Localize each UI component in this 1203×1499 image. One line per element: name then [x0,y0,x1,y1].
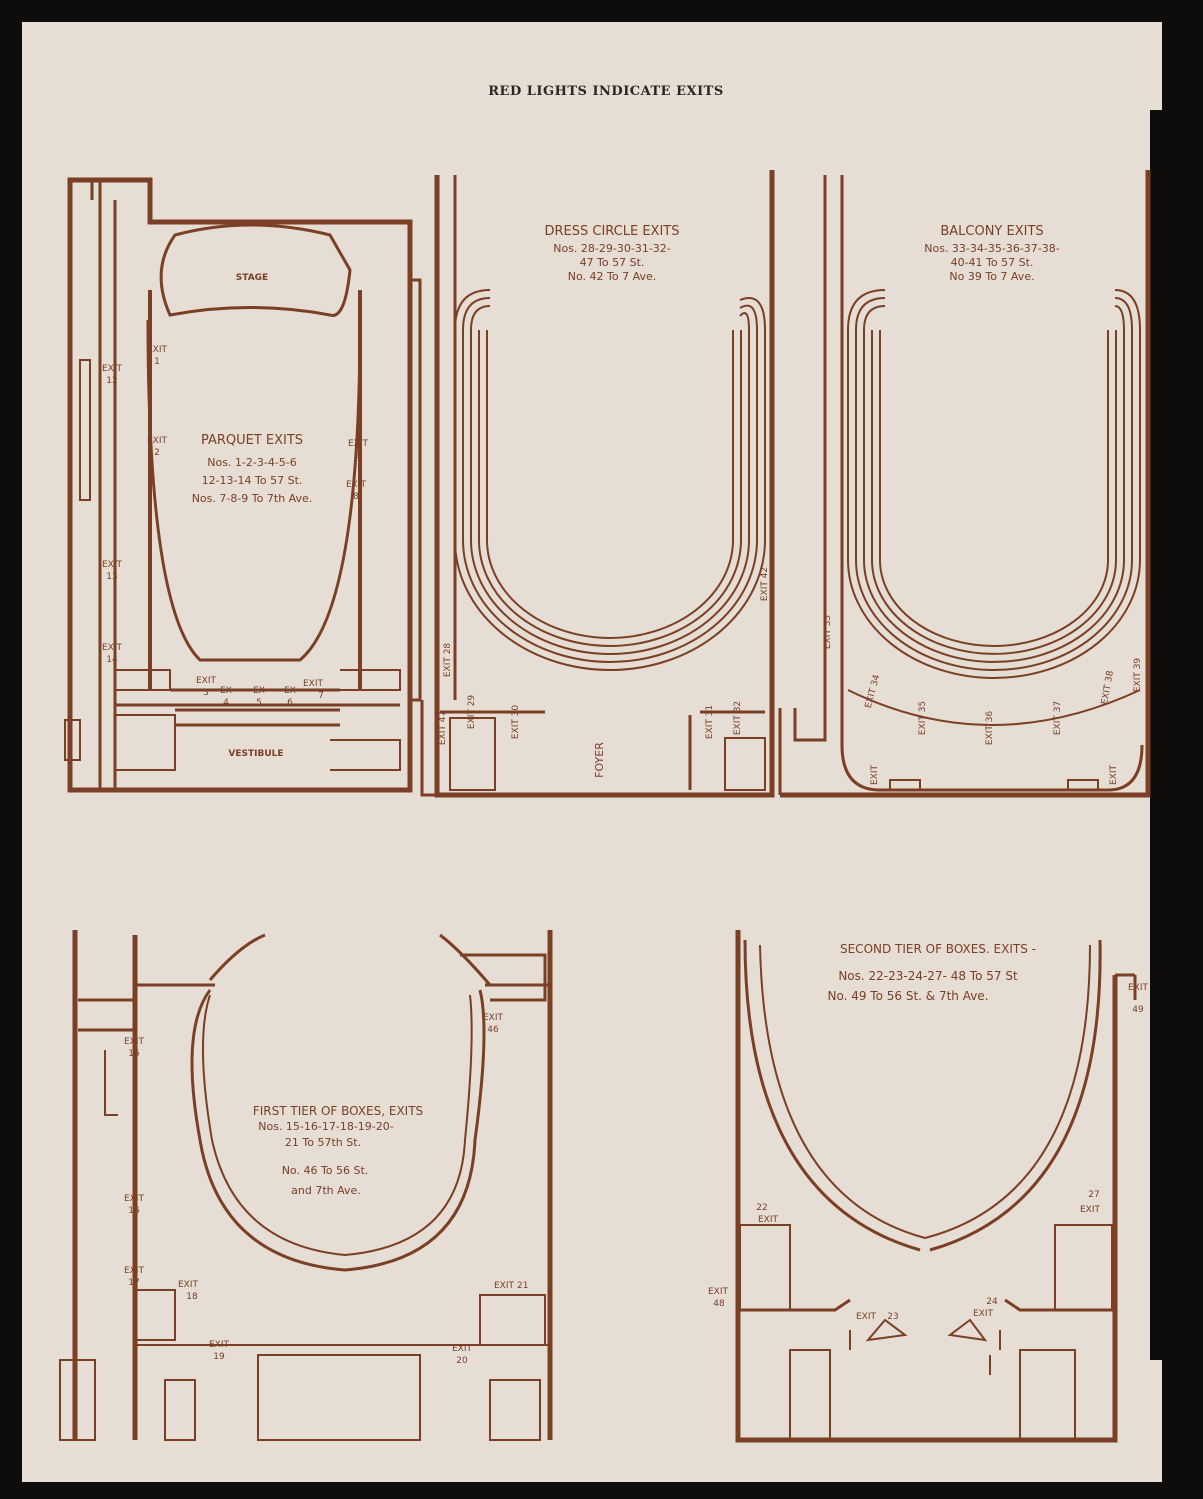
ex-5-word: EX [253,686,265,696]
second-tier-plan: SECOND TIER OF BOXES. EXITS - Nos. 22-23… [708,930,1149,1443]
ex-6-word: EX [284,686,296,696]
exit-1-word: EXIT [147,345,168,355]
header-text: RED LIGHTS INDICATE EXITS [488,84,724,99]
exit-12-word: EXIT [102,364,123,374]
exit-22-num: 22 [756,1203,767,1213]
exit-21-word: EXIT [494,1281,515,1291]
exit-13-word: EXIT [102,560,123,570]
exit-2-num: 2 [154,448,160,458]
dress-circle-line-3: No. 42 To 7 Ave. [568,270,656,283]
exit-49-word: EXIT [1128,983,1149,993]
exit-49-num: 49 [1132,1005,1144,1015]
first-tier-line-1: Nos. 15-16-17-18-19-20- [258,1120,394,1133]
exit-42-label: EXIT 42 [760,567,770,601]
exit-47-label: EXIT 47 [438,711,448,745]
exit-17-word: EXIT [124,1266,145,1276]
first-tier-line-2: 21 To 57th St. [285,1136,361,1149]
first-tier-title: FIRST TIER OF BOXES, EXITS [253,1104,423,1118]
parquet-plan: STAGE VESTIBULE PARQUET EXITS Nos. 1-2-3… [64,177,422,793]
exit-15-word: EXIT [124,1037,145,1047]
exit-24-num: 24 [986,1297,998,1307]
exit-41-label: EXIT [1109,765,1119,786]
exit-7-word: EXIT [303,679,324,689]
exit-16-word: EXIT [124,1194,145,1204]
exit-18-word: EXIT [178,1280,199,1290]
exit-23-num: 23 [887,1312,898,1322]
exit-28-label: EXIT 28 [443,643,453,678]
exit-7-num: 7 [318,691,324,701]
exit-8-num: 8 [353,492,359,502]
ex-5-num: 5 [256,698,262,708]
balcony-plan: BALCONY EXITS Nos. 33-34-35-36-37-38- 40… [778,170,1151,798]
exit-2-word: EXIT [147,436,168,446]
exit-39-label: EXIT 39 [1133,658,1143,693]
ex-4-num: 4 [223,698,229,708]
exit-37-label: EXIT 37 [1053,701,1063,735]
second-tier-line-2: No. 49 To 56 St. & 7th Ave. [827,989,988,1003]
exit-46-word: EXIT [483,1013,504,1023]
second-tier-line-1: Nos. 22-23-24-27- 48 To 57 St [838,969,1018,983]
first-tier-plan: FIRST TIER OF BOXES, EXITS Nos. 15-16-17… [59,930,553,1441]
balcony-line-1: Nos. 33-34-35-36-37-38- [924,242,1060,255]
stage-label: STAGE [236,273,268,283]
dress-circle-line-2: 47 To 57 St. [580,256,645,269]
exit-19-word: EXIT [209,1340,230,1350]
first-tier-line-4: and 7th Ave. [291,1184,361,1197]
exit-48-word: EXIT [708,1287,729,1297]
exit-36-label: EXIT 36 [985,711,995,746]
balcony-title: BALCONY EXITS [940,224,1043,239]
exit-3-word: EXIT [196,676,217,686]
dress-circle-plan: DRESS CIRCLE EXITS Nos. 28-29-30-31-32- … [420,170,775,798]
balcony-line-2: 40-41 To 57 St. [951,256,1034,269]
exit-8-word: EXIT [346,480,367,490]
exit-18-num: 18 [186,1292,198,1302]
parquet-line-1: Nos. 1-2-3-4-5-6 [207,456,297,469]
exit-15-num: 15 [128,1049,139,1059]
balcony-line-3: No 39 To 7 Ave. [949,270,1034,283]
exit-1-num: 1 [154,357,160,367]
exit-14-num: 14 [106,655,118,665]
second-tier-title: SECOND TIER OF BOXES. EXITS - [840,942,1036,956]
parquet-line-2: 12-13-14 To 57 St. [202,474,303,487]
exit-12-num: 12 [106,376,117,386]
exit-20-num: 20 [456,1356,468,1366]
exit-9-num: 9 [355,451,361,461]
exit-17-num: 17 [128,1278,139,1288]
exit-13-num: 13 [106,572,117,582]
parquet-title: PARQUET EXITS [201,433,303,448]
first-tier-line-3: No. 46 To 56 St. [282,1164,369,1177]
exit-31-label: EXIT 31 [705,705,715,739]
exit-27-num: 27 [1088,1190,1099,1200]
exit-38-label: EXIT 38 [1100,670,1116,706]
exit-24-word: EXIT [973,1309,994,1319]
exit-23-word: EXIT [856,1312,877,1322]
exit-27-word: EXIT [1080,1205,1101,1215]
exit-16-num: 16 [128,1206,140,1216]
ex-4-word: EX [220,686,232,696]
program-page [22,22,1162,1482]
ex-6-num: 6 [287,698,293,708]
exit-3-num: 3 [203,688,209,698]
exit-33-label: EXIT 33 [823,615,833,649]
torn-edge [1150,110,1180,1360]
dress-circle-title: DRESS CIRCLE EXITS [544,224,679,239]
vestibule-label: VESTIBULE [228,749,283,759]
exit-20-word: EXIT [452,1344,473,1354]
exit-32-label: EXIT 32 [733,701,743,735]
exit-48-num: 48 [713,1299,725,1309]
exit-46-num: 46 [487,1025,499,1035]
exit-22-word: EXIT [758,1215,779,1225]
exit-35-label: EXIT 35 [918,701,928,735]
exit-30-label: EXIT 30 [511,705,521,740]
exit-21-num: 21 [517,1281,528,1291]
dress-circle-line-1: Nos. 28-29-30-31-32- [553,242,671,255]
exit-9-word: EXIT [348,439,369,449]
exit-19-num: 19 [213,1352,225,1362]
parquet-line-3: Nos. 7-8-9 To 7th Ave. [192,492,313,505]
exit-14-word: EXIT [102,643,123,653]
foyer-label: FOYER [593,742,606,778]
exit-29-label: EXIT 29 [467,695,477,730]
exit-40-label: EXIT [870,765,880,786]
